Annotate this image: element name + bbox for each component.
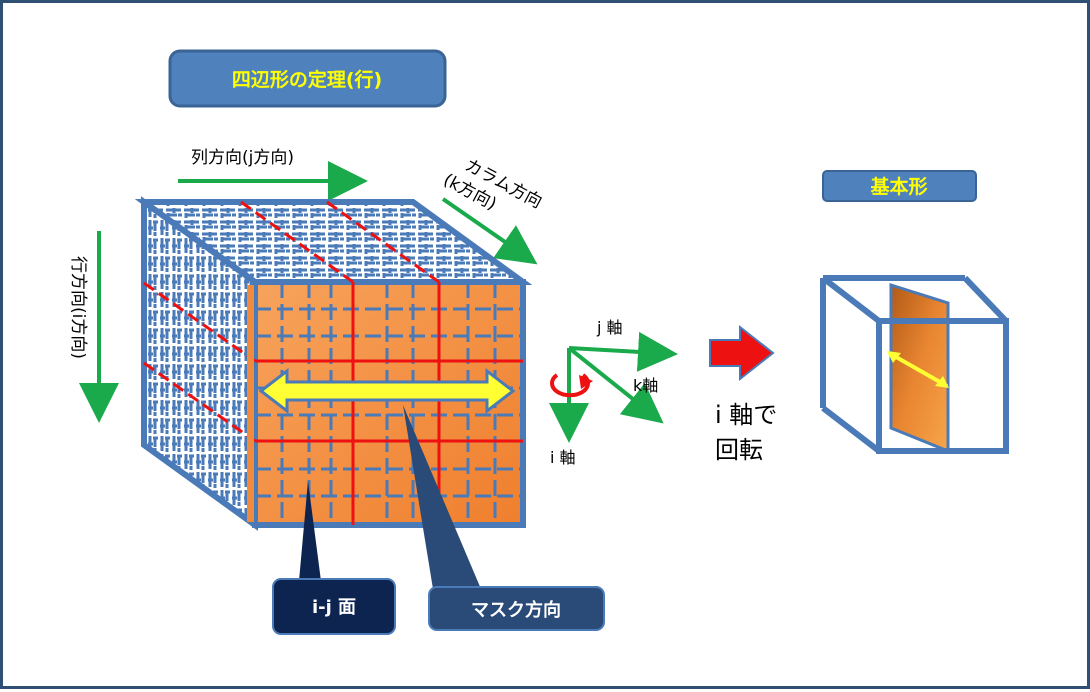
row-label-group: 行方向(i方向) <box>68 256 88 359</box>
main-cube <box>134 196 533 531</box>
ij-face-label: i-j 面 <box>312 597 356 618</box>
row-direction-label: 行方向(i方向) <box>68 256 88 359</box>
i-axis-label: i 軸 <box>550 448 576 467</box>
mask-direction-callout: マスク方向 <box>403 405 605 631</box>
axis-indicator: j 軸 k軸 i 軸 <box>549 318 678 467</box>
base-shape-double-arrow <box>888 351 948 388</box>
hidden-red-lines <box>143 200 440 443</box>
base-shape-box: 基本形 <box>822 170 977 202</box>
base-shape-plate <box>889 282 950 454</box>
rotate-text-line2: 回転 <box>715 436 763 464</box>
column-direction-label: 列方向(j方向) <box>191 148 294 168</box>
base-shape-cube <box>820 275 1009 454</box>
mask-double-arrow <box>258 367 516 415</box>
transform-arrow <box>709 324 775 382</box>
k-axis-arrow <box>567 346 664 424</box>
ij-face-callout: i-j 面 <box>272 481 396 635</box>
j-axis-arrow <box>568 331 678 372</box>
rotation-arrowhead <box>579 375 593 389</box>
rotate-text-line1: i 軸で <box>715 401 777 429</box>
cube-front-face <box>252 279 526 528</box>
title-box: 四辺形の定理(行) <box>168 49 447 108</box>
j-axis-label: j 軸 <box>596 318 623 337</box>
mask-direction-label: マスク方向 <box>471 599 561 621</box>
column-k-label-group: カラム方向 (k方向) <box>440 155 545 214</box>
base-shape-label: 基本形 <box>869 175 927 198</box>
k-axis-label: k軸 <box>633 376 658 395</box>
side-edge-strip <box>247 285 254 522</box>
front-red-lines <box>255 282 523 525</box>
column-k-direction-arrow <box>441 197 538 265</box>
diagram-svg: 四辺形の定理(行) 列方向(j方向) カラム方向 (k方向) 行方向(i方向) <box>68 49 1009 635</box>
title-text: 四辺形の定理(行) <box>232 68 382 91</box>
